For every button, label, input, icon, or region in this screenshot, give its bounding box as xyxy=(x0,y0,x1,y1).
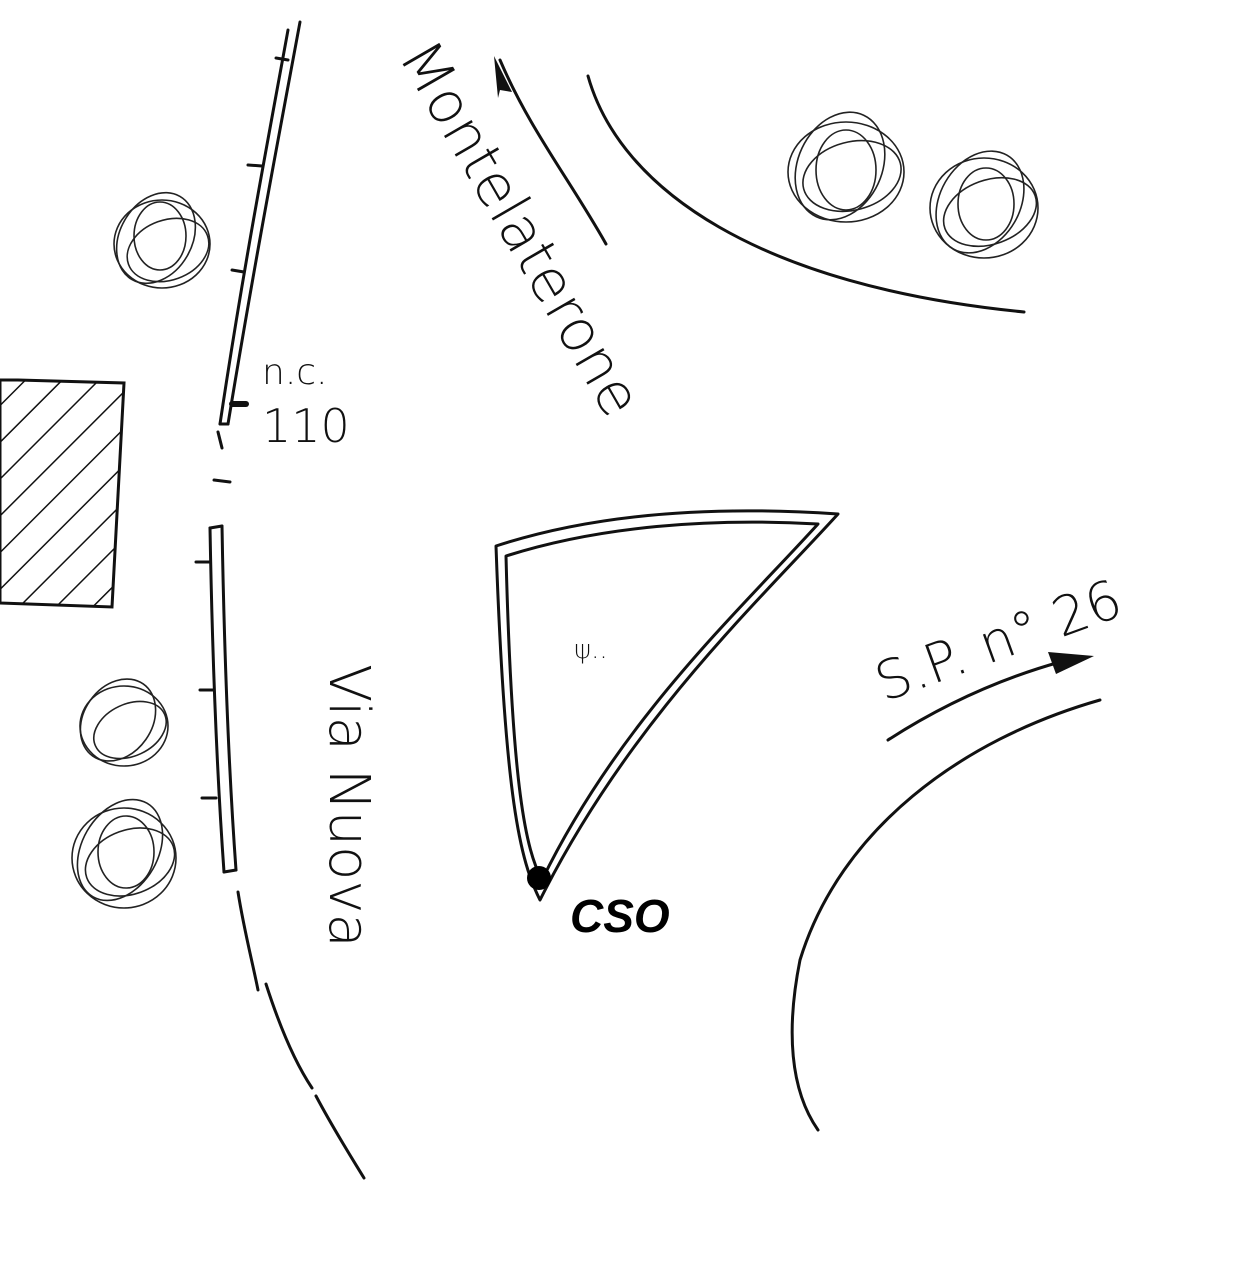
road-label-via-nuova: Via Nuova xyxy=(316,664,381,948)
via-nuova-west-edge xyxy=(194,20,366,1180)
building-hatched xyxy=(0,378,126,609)
tree-icon xyxy=(787,111,905,223)
traffic-island xyxy=(494,509,840,902)
tree-icon xyxy=(71,798,177,909)
tree-icon xyxy=(113,191,211,289)
arrow-north-icon xyxy=(494,56,512,98)
montelaterone-road xyxy=(494,56,1026,314)
cso-label: CSO xyxy=(570,890,670,942)
road-label-montelaterone: Montelaterone xyxy=(386,29,656,428)
tree-icon xyxy=(79,678,169,767)
island-mark: ψ.. xyxy=(574,635,608,665)
house-number-prefix: n.c. xyxy=(262,352,328,393)
arrow-east-icon xyxy=(1048,652,1094,674)
tree-icon xyxy=(929,150,1039,259)
sp26-road xyxy=(790,652,1102,1132)
cso-point-marker xyxy=(527,866,551,890)
road-label-sp26: S.P. n° 26 xyxy=(867,567,1130,714)
house-number: 110 xyxy=(262,399,350,453)
